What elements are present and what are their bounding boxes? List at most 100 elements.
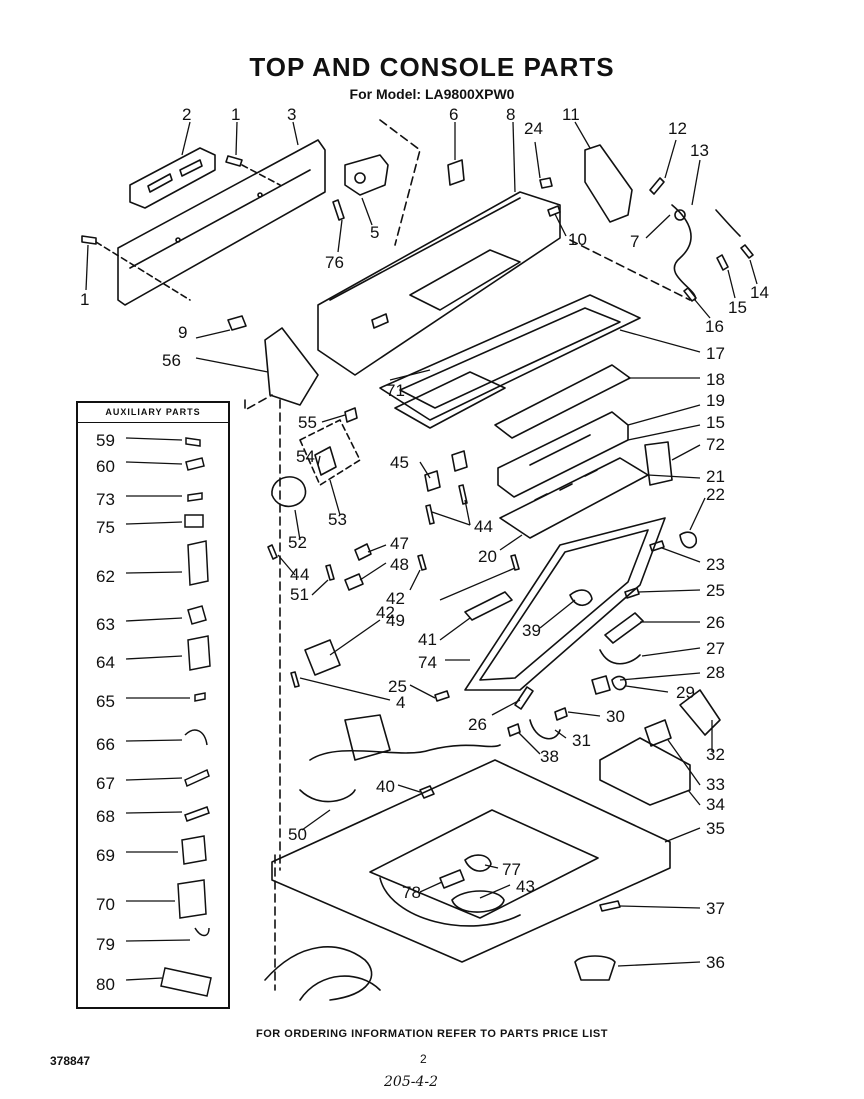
aux-callout-70: 70 — [96, 895, 115, 914]
callout-54: 54 — [296, 447, 315, 466]
clip-48 — [344, 573, 364, 591]
screw-25-b — [434, 690, 450, 702]
callout-36: 36 — [706, 953, 725, 972]
callout-19: 19 — [706, 391, 725, 410]
callout-4: 4 — [290, 565, 299, 584]
bushing-24 — [539, 177, 553, 189]
callout-49: 49 — [386, 611, 405, 630]
wire-27 — [599, 649, 641, 665]
part-motor-52 — [271, 476, 307, 508]
aux-icon-68 — [184, 806, 210, 822]
part-30 — [554, 707, 568, 721]
part-33 — [644, 719, 672, 747]
aux-callout-59: 59 — [96, 431, 115, 450]
aux-icon-70 — [177, 879, 207, 919]
part-77 — [464, 854, 492, 872]
callout-7: 7 — [630, 232, 639, 251]
model-subtitle: For Model: LA9800XPW0 — [349, 86, 515, 102]
callout-8: 8 — [506, 105, 515, 124]
callout-9: 9 — [178, 323, 187, 342]
callout-33: 33 — [706, 775, 725, 794]
part-bracket-72 — [644, 441, 673, 486]
callout-40: 40 — [376, 777, 395, 796]
switch-45a — [424, 470, 441, 492]
callout-17: 17 — [706, 344, 725, 363]
ordering-note: FOR ORDERING INFORMATION REFER TO PARTS … — [256, 1028, 608, 1040]
aux-leader-arrows — [125, 437, 191, 981]
callout-22: 22 — [706, 485, 725, 504]
part-box-49 — [304, 639, 341, 676]
callout-30: 30 — [606, 707, 625, 726]
clip-16 — [683, 287, 697, 302]
auxiliary-parts-header: AUXILIARY PARTS — [105, 407, 201, 417]
callout-42: 42 — [376, 603, 395, 622]
screw-51 — [325, 564, 335, 581]
callout-20: 20 — [478, 547, 497, 566]
part-window-18 — [494, 364, 631, 439]
callout-45: 45 — [390, 453, 409, 472]
page-number: 2 — [420, 1052, 427, 1066]
aux-icon-67 — [184, 768, 210, 788]
aux-callout-65: 65 — [96, 692, 115, 711]
callout-4: 4 — [396, 693, 405, 712]
part-bracket-2 — [129, 147, 216, 209]
callout-42: 42 — [386, 589, 405, 608]
aux-icon-59 — [185, 437, 201, 447]
aux-callout-75: 75 — [96, 518, 115, 537]
auxiliary-parts-box: AUXILIARY PARTS — [76, 401, 230, 1009]
callout-74: 74 — [418, 653, 437, 672]
screw-44b — [458, 484, 468, 505]
aux-icon-69 — [181, 835, 207, 865]
document-number: 378847 — [50, 1054, 91, 1068]
part-label-6 — [447, 159, 465, 186]
bushing-28 — [591, 675, 611, 695]
aux-icon-79 — [194, 927, 210, 937]
callout-43: 43 — [516, 877, 535, 896]
wire-31 — [529, 719, 561, 740]
callout-15: 15 — [706, 413, 725, 432]
aux-callout-67: 67 — [96, 774, 115, 793]
callout-72: 72 — [706, 435, 725, 454]
callout-28: 28 — [706, 663, 725, 682]
callout-56: 56 — [162, 351, 181, 370]
callout-3: 3 — [287, 105, 296, 124]
callout-11: 11 — [562, 105, 580, 124]
screw-42-a — [417, 554, 427, 571]
screw-4-b — [290, 671, 300, 688]
part-top-35 — [271, 759, 671, 963]
part-bracket-41 — [464, 591, 513, 621]
callout-48: 48 — [390, 555, 409, 574]
callout-16: 16 — [705, 317, 724, 336]
aux-callout-62: 62 — [96, 567, 115, 586]
aux-icon-66 — [184, 729, 208, 746]
callout-34: 34 — [706, 795, 725, 814]
part-switch-54 — [314, 446, 337, 476]
callout-29: 29 — [676, 683, 695, 702]
screw-25-a — [624, 587, 640, 599]
screw-76 — [332, 199, 345, 221]
clip-47 — [354, 543, 372, 561]
callout-14: 14 — [750, 283, 769, 302]
aux-icon-73 — [187, 492, 203, 502]
callout-78: 78 — [402, 883, 421, 902]
part-end-cap-56 — [264, 327, 319, 406]
aux-callout-79: 79 — [96, 935, 115, 954]
callout-5: 5 — [370, 223, 379, 242]
aux-icon-60 — [185, 457, 205, 471]
screw-10 — [547, 205, 561, 217]
aux-callout-63: 63 — [96, 615, 115, 634]
part-switch-26-b — [514, 686, 534, 710]
screw-42-b — [510, 554, 520, 571]
callout-35: 35 — [706, 819, 725, 838]
callout-55: 55 — [298, 413, 317, 432]
aux-callout-64: 64 — [96, 653, 115, 672]
callout-10: 10 — [568, 230, 587, 249]
callout-24: 24 — [524, 119, 543, 138]
callout-12: 12 — [668, 119, 687, 138]
callout-27: 27 — [706, 639, 725, 658]
callout-50: 50 — [288, 825, 307, 844]
aux-icon-64 — [187, 635, 211, 671]
aux-icon-75 — [184, 514, 204, 528]
cap-29 — [611, 675, 627, 691]
